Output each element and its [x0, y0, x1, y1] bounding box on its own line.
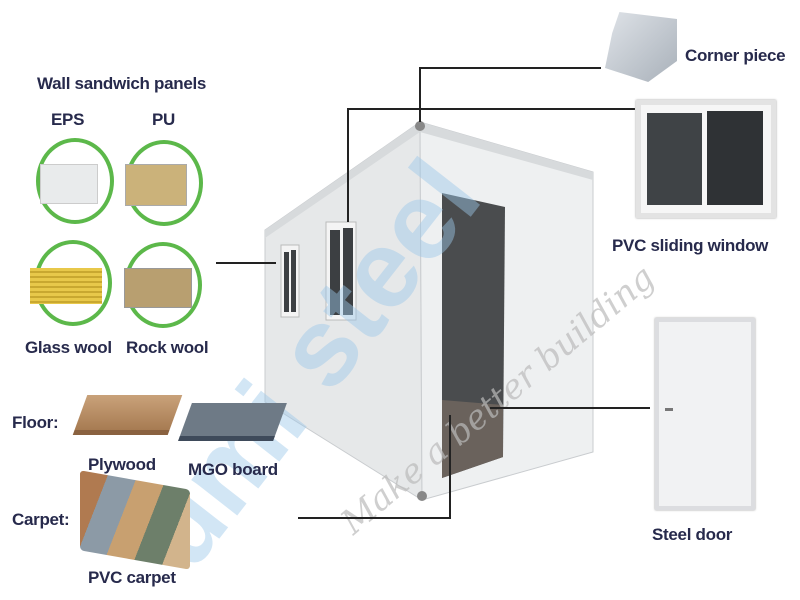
house-roof-edge — [265, 122, 593, 238]
floor-title: Floor: — [12, 413, 59, 432]
rock-wool-panel-image — [124, 242, 202, 328]
label-mgo-board: MGO board — [188, 460, 278, 479]
window-pane — [330, 230, 340, 315]
mgo-board-image — [178, 403, 287, 441]
window-pane — [284, 252, 289, 312]
label-steel-door: Steel door — [652, 525, 733, 544]
label-pvc-carpet: PVC carpet — [88, 568, 176, 587]
callout-line-corner — [419, 67, 421, 122]
glass-wool-panel-image — [30, 240, 112, 326]
callout-line-door — [490, 407, 650, 409]
label-glass-wool: Glass wool — [25, 338, 112, 357]
callout-line-window — [347, 108, 349, 222]
callout-line-corner-h — [419, 67, 601, 69]
window-pane-right — [707, 111, 763, 205]
pvc-window-image — [636, 100, 776, 218]
window-pane-left — [647, 113, 702, 205]
callout-line-floor — [449, 415, 451, 519]
rock-wool-panel-shape — [124, 268, 192, 308]
label-pvc-sliding-window: PVC sliding window — [612, 236, 769, 255]
glass-wool-panel-shape — [30, 268, 102, 304]
label-corner-piece: Corner piece — [685, 46, 786, 65]
callout-line-wall — [216, 262, 276, 264]
plywood-image — [72, 395, 183, 435]
wall-panels-title: Wall sandwich panels — [37, 74, 207, 93]
steel-door-image — [655, 318, 755, 510]
label-rock-wool: Rock wool — [126, 338, 209, 357]
door-handle-icon — [665, 408, 673, 411]
label-pu: PU — [152, 110, 176, 129]
window-pane — [291, 250, 296, 312]
corner-post-bottom — [417, 491, 427, 501]
label-plywood: Plywood — [88, 455, 156, 474]
house-door-floor — [442, 400, 503, 478]
pu-panel-image — [125, 140, 203, 226]
eps-panel-image — [36, 138, 114, 224]
corner-post-top — [415, 121, 425, 131]
label-eps: EPS — [51, 110, 85, 129]
callout-line-window-h — [347, 108, 635, 110]
carpet-title: Carpet: — [12, 510, 70, 529]
callout-line-floor-h — [298, 517, 451, 519]
window-pane — [343, 228, 353, 315]
pu-panel-shape — [125, 164, 187, 206]
eps-panel-shape — [40, 164, 98, 204]
